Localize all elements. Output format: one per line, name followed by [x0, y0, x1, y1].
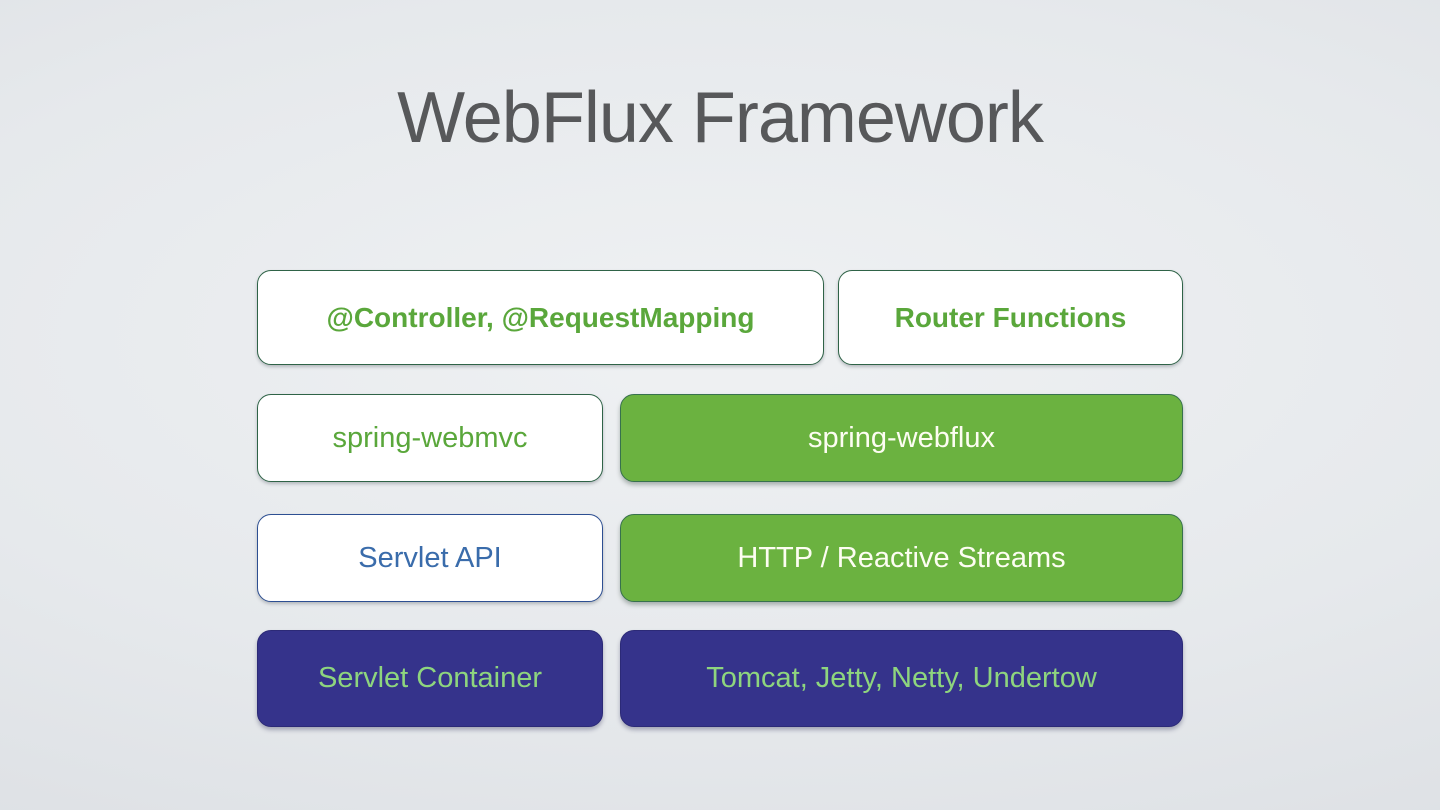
box-router-functions: Router Functions [838, 270, 1183, 365]
box-tomcat-jetty-netty-undertow: Tomcat, Jetty, Netty, Undertow [620, 630, 1183, 727]
box-servlet-api: Servlet API [257, 514, 603, 602]
box-servlet-container: Servlet Container [257, 630, 603, 727]
box-controller-requestmapping: @Controller, @RequestMapping [257, 270, 824, 365]
box-spring-webflux: spring-webflux [620, 394, 1183, 482]
box-spring-webmvc: spring-webmvc [257, 394, 603, 482]
slide-title: WebFlux Framework [397, 78, 1044, 158]
box-http-reactive-streams: HTTP / Reactive Streams [620, 514, 1183, 602]
